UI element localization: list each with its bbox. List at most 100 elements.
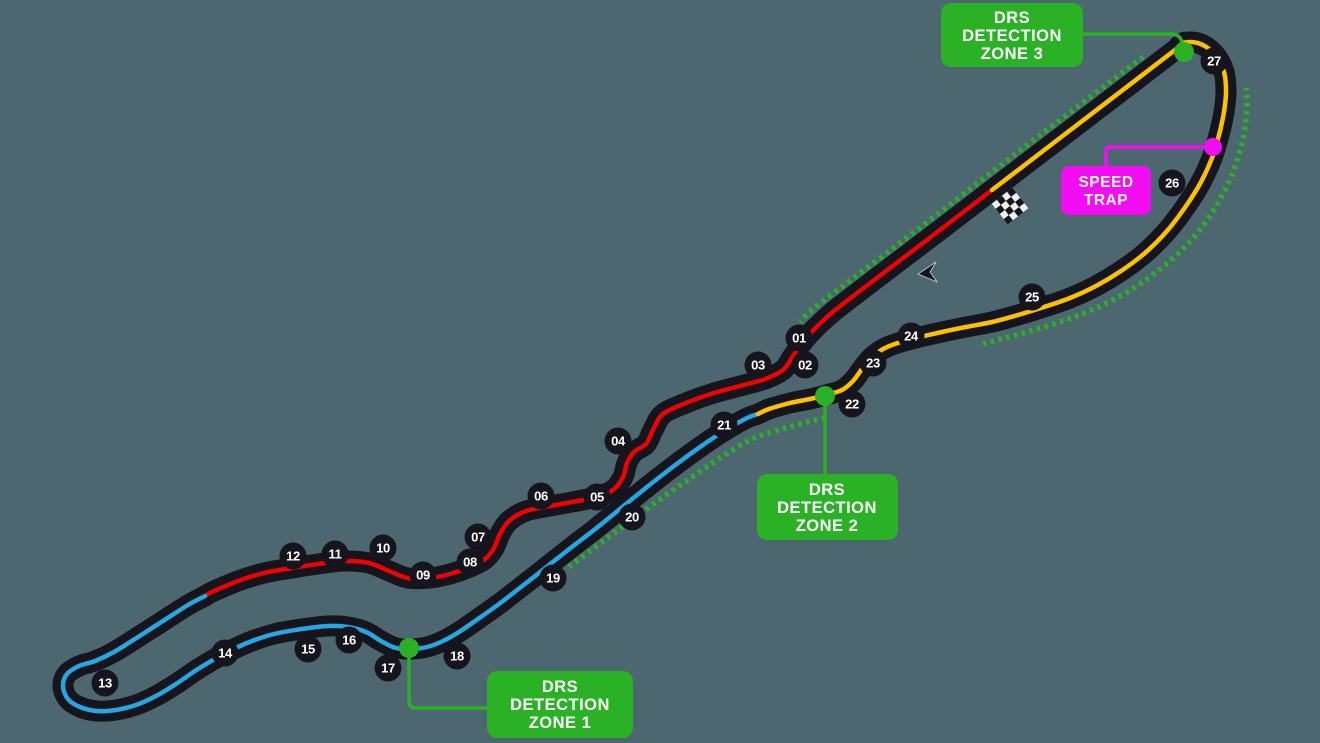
turn-number: 06 [534,489,548,504]
flag-square [999,210,1009,220]
turn-marker-circle [211,639,239,667]
turn-marker-circle [897,322,925,350]
turn-number: 25 [1025,290,1039,305]
turn-marker-26: 26 [1158,169,1186,197]
turn-marker-circle [1158,169,1186,197]
turn-marker-12: 12 [279,542,307,570]
turn-marker-circle [456,548,484,576]
turn-number: 15 [301,642,315,657]
flag-square [1003,215,1013,225]
turn-marker-circle [443,642,471,670]
turn-marker-04: 04 [604,427,632,455]
drs-zone1-line1: DRS [542,678,578,696]
turn-marker-10: 10 [369,534,397,562]
turn-number: 08 [463,555,477,570]
drs-zone-dashes [567,54,1250,570]
flag-square [1007,187,1017,197]
turn-marker-circle [838,390,866,418]
turn-marker-circle [374,654,402,682]
turn-marker-18: 18 [443,642,471,670]
start-finish-flag-icon [991,187,1029,225]
turn-number: 24 [904,329,919,344]
turn-marker-02: 02 [791,351,819,379]
drs-zone3-line2: DETECTION [962,27,1062,45]
turn-number: 18 [450,649,464,664]
sector3-line [755,39,1229,417]
turn-marker-circle [527,482,555,510]
speed-trap-line2: TRAP [1084,192,1128,209]
drs-detection-dot-zone3 [1174,42,1194,62]
turn-number: 01 [792,331,806,346]
speed-trap-box [1061,166,1151,215]
turn-number: 13 [98,676,112,691]
race-direction-arrow-icon [917,261,939,283]
speed-trap-connector [1104,145,1211,166]
turn-marker-05: 05 [583,483,611,511]
turn-marker-16: 16 [335,626,363,654]
turn-marker-circle [618,503,646,531]
turn-number: 12 [286,549,300,564]
flag-square [995,204,1005,215]
turn-marker-11: 11 [321,540,349,568]
turn-marker-14: 14 [211,639,239,667]
flag-square [991,199,1001,209]
speed-trap-callout: SPEED TRAP [1061,166,1151,215]
drs-zone3-line3: ZONE 3 [981,45,1044,63]
turn-marker-09: 09 [409,561,437,589]
flag-square [1019,203,1029,213]
speed-trap-line1: SPEED [1078,174,1133,191]
flag-square [1010,201,1020,212]
flag-square [1000,200,1010,211]
turn-marker-circle [710,411,738,439]
drs-zone2-line1: DRS [809,481,845,499]
drs-zone2-line3: ZONE 2 [796,517,859,535]
turn-marker-23: 23 [859,349,887,377]
turn-number: 16 [342,633,356,648]
flag-square [1005,196,1016,206]
turn-marker-circle [604,427,632,455]
turn-marker-03: 03 [744,351,772,379]
turn-marker-circle [294,635,322,663]
turn-marker-circle [369,534,397,562]
turn-marker-circle [583,483,611,511]
turn-number: 19 [546,571,560,586]
drs-zone2-box [757,474,898,540]
turn-number: 27 [1207,54,1221,69]
turn-marker-circle [791,351,819,379]
turn-marker-06: 06 [527,482,555,510]
drs-zone3-box [941,3,1083,67]
flag-square [1015,197,1025,208]
drs-zone3-line1: DRS [994,9,1030,27]
turn-marker-13: 13 [91,669,119,697]
sector1-line [202,187,995,599]
turn-marker-15: 15 [294,635,322,663]
turn-marker-22: 22 [838,390,866,418]
flag-square [1011,192,1021,202]
turn-marker-20: 20 [618,503,646,531]
turn-marker-25: 25 [1018,283,1046,311]
drs-zone1-callout: DRS DETECTION ZONE 1 [487,671,633,738]
turn-marker-circle [859,349,887,377]
turn-marker-circle [744,351,772,379]
flag-square [1014,207,1024,217]
turn-marker-17: 17 [374,654,402,682]
turn-marker-circle [279,542,307,570]
turn-marker-circle [321,540,349,568]
turn-marker-08: 08 [456,548,484,576]
drs-zone1-line3: ZONE 1 [529,714,592,732]
turn-number: 11 [328,547,341,562]
turn-number: 04 [611,434,626,449]
turn-marker-19: 19 [539,564,567,592]
speed-trap-dot [1204,138,1222,156]
turn-number: 17 [381,661,395,676]
turn-marker-circle [1018,283,1046,311]
turn-number: 26 [1165,176,1179,191]
turn-number: 10 [376,541,390,556]
drs-zone2-callout: DRS DETECTION ZONE 2 [757,474,898,540]
drs-zone-upper-return-dashes [982,87,1250,347]
turn-marker-circle [539,564,567,592]
turn-number: 23 [866,356,880,371]
turn-number: 20 [625,510,639,525]
